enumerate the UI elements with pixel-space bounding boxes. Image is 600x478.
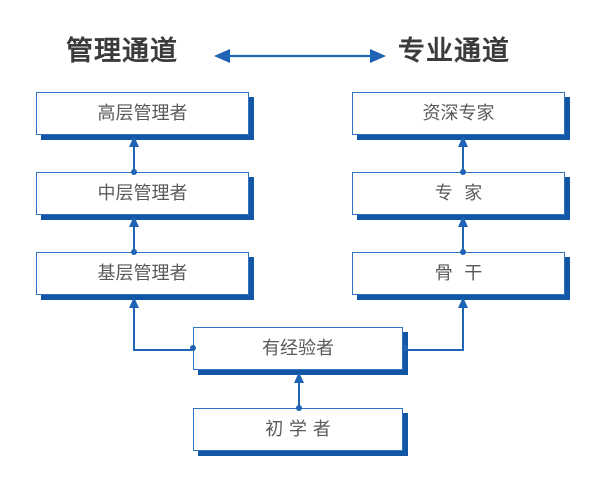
connector-dot-expert-top [460,169,466,175]
node-label: 有经验者 [262,337,334,359]
connector-experienced-to-base-mgmt-horizontal [133,349,195,351]
arrowhead-beginner-to-experienced [294,372,304,383]
connector-experienced-to-backbone-horizontal [405,349,464,351]
connector-experienced-to-backbone-vertical [462,308,464,350]
management-track-header: 管理通道 [66,36,178,67]
arrowhead-experienced-to-backbone [458,297,468,308]
connector-experienced-to-base-mgmt-vertical [133,308,135,350]
node-backbone[interactable]: 骨 干 [352,252,565,295]
track-interchange-double-arrow [214,49,386,63]
arrowhead-experienced-to-base-mgmt [129,297,139,308]
node-label: 初 学 者 [265,418,331,440]
node-senior-management[interactable]: 高层管理者 [36,92,249,135]
node-label: 资深专家 [422,102,495,124]
connector-mid-to-senior-mgmt [133,146,135,172]
professional-track-header: 专业通道 [398,36,510,67]
node-base-management[interactable]: 基层管理者 [36,252,249,295]
connector-dot-backbone-top [460,249,466,255]
connector-dot-experienced-left [190,345,196,351]
connector-beginner-to-experienced [298,382,300,408]
arrowhead-backbone-to-expert [458,216,468,227]
node-experienced[interactable]: 有经验者 [193,327,403,370]
arrowhead-expert-to-senior-expert [458,136,468,147]
node-senior-expert[interactable]: 资深专家 [352,92,565,135]
node-label: 骨 干 [434,262,483,284]
node-label: 基层管理者 [97,262,188,284]
connector-dot-experienced-right [402,345,408,351]
node-label: 专 家 [434,182,483,204]
node-label: 高层管理者 [97,102,188,124]
connector-dot-mid-mgmt-top [131,169,137,175]
connector-dot-beginner-top [296,405,302,411]
arrowhead-mid-to-senior-mgmt [129,136,139,147]
connector-expert-to-senior-expert [462,146,464,172]
connector-base-to-mid-mgmt [133,226,135,252]
connector-backbone-to-expert [462,226,464,252]
node-middle-management[interactable]: 中层管理者 [36,172,249,215]
node-label: 中层管理者 [97,182,188,204]
node-expert[interactable]: 专 家 [352,172,565,215]
connector-dot-base-mgmt-top [131,249,137,255]
node-beginner[interactable]: 初 学 者 [193,408,403,451]
arrowhead-base-to-mid-mgmt [129,216,139,227]
